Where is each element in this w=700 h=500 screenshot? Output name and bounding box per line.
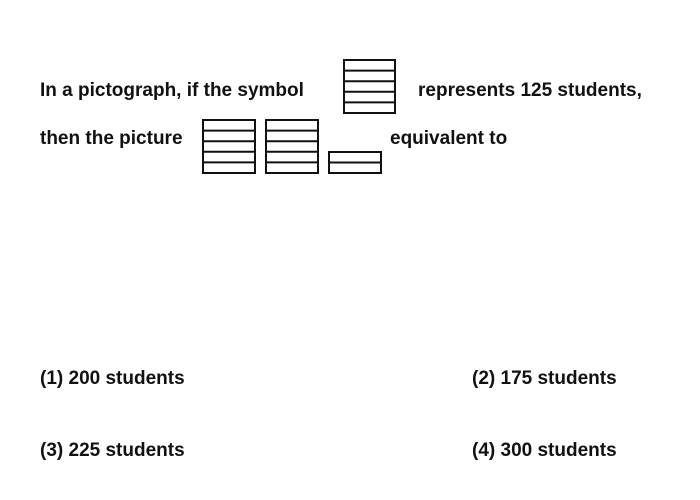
picture-partial-symbol-icon <box>328 151 382 174</box>
option-3[interactable]: (3) 225 students <box>40 440 185 461</box>
question-line2-before: then the picture <box>40 128 183 149</box>
option-2[interactable]: (2) 175 students <box>472 368 617 389</box>
picture-full-symbol-icon <box>202 119 256 174</box>
question-line1-before: In a pictograph, if the symbol <box>40 80 304 101</box>
picture-full-symbol-icon <box>265 119 319 174</box>
question-line2-after: equivalent to <box>390 128 508 149</box>
option-1[interactable]: (1) 200 students <box>40 368 185 389</box>
question-line1-after: represents 125 students, <box>418 80 642 101</box>
pictograph-symbol-icon <box>343 59 396 114</box>
option-4[interactable]: (4) 300 students <box>472 440 617 461</box>
